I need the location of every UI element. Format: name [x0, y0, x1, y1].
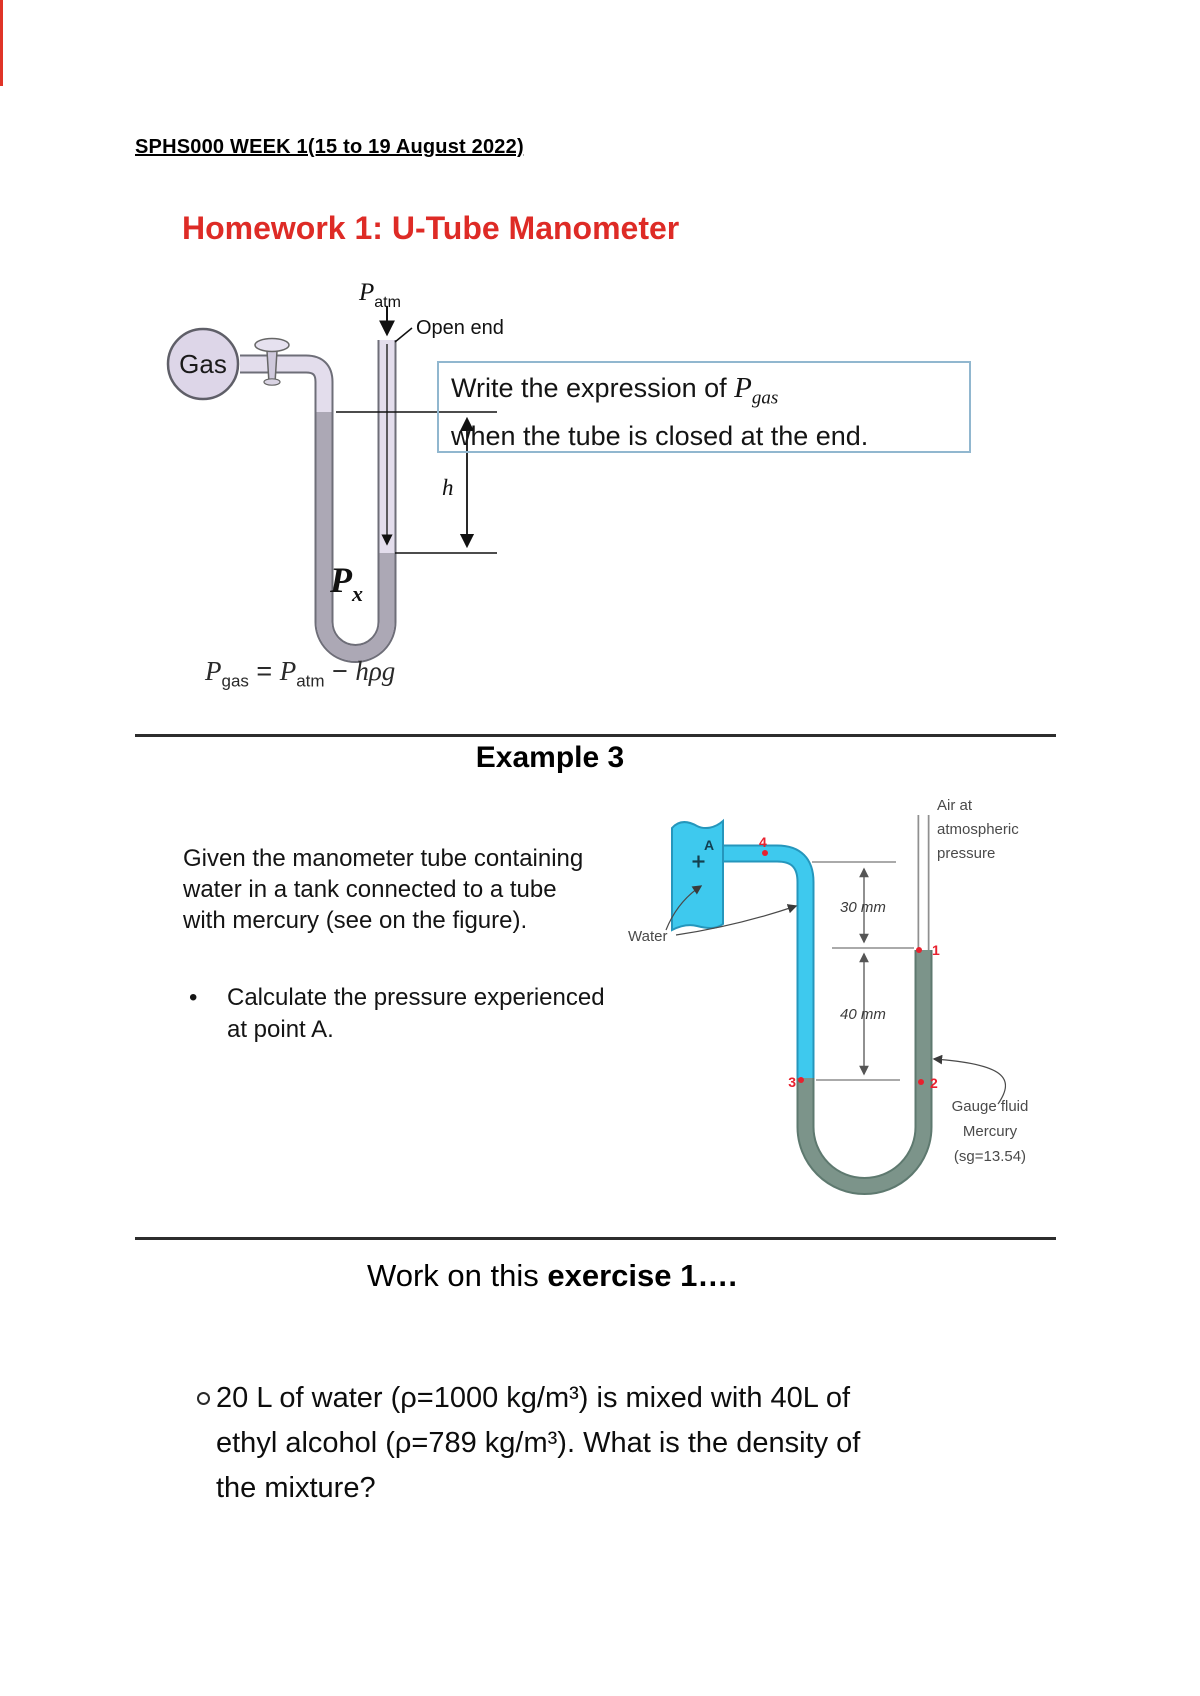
air-label-line: Air at [937, 797, 973, 814]
formula-rhs-p-sub: atm [296, 671, 325, 691]
point-2-dot [918, 1079, 924, 1085]
gauge-label-line: Gauge fluid [952, 1098, 1029, 1115]
px-label: Px [329, 560, 363, 606]
bullet-line: at point A. [227, 1016, 334, 1043]
utube-manometer-diagram: Gas Patm Open end h Px [166, 279, 504, 663]
valve-base-icon [263, 378, 281, 386]
exercise-item: 20 L of water (ρ=1000 kg/m³) is mixed wi… [216, 1376, 860, 1511]
formula-rhs-tail: hρg [355, 656, 396, 686]
formula-equals: = [248, 656, 280, 686]
pgas-formula: Pgas = Patm − hρg [205, 656, 395, 691]
open-end-label: Open end [416, 317, 504, 339]
mercury-utube [798, 950, 931, 1193]
bullet-line: Calculate the pressure experienced [227, 984, 605, 1011]
point-3-dot [798, 1077, 804, 1083]
point-3-label: 3 [788, 1074, 796, 1090]
example3-description: Given the manometer tube containing wate… [183, 843, 583, 936]
h-label: h [442, 475, 454, 500]
example3-title: Example 3 [475, 741, 625, 774]
dim-30mm-label: 30 mm [840, 899, 886, 916]
water-leader-arrow-icon [675, 904, 798, 936]
exercise-heading: Work on this exercise 1…. [135, 1258, 969, 1294]
question-box: Write the expression of Pgas when the tu… [437, 361, 971, 453]
page-edge-artifact [0, 0, 3, 86]
mercury-column [316, 412, 395, 661]
bullet-marker: • [189, 984, 198, 1011]
point-4-label: 4 [759, 834, 767, 850]
example3-bullet-task: Calculate the pressure experienced at po… [227, 982, 605, 1046]
formula-lhs: P [205, 656, 222, 686]
gauge-label-line: Mercury [963, 1123, 1018, 1140]
open-end-leader-line [394, 327, 413, 343]
point-4-dot [762, 850, 768, 856]
gas-label: Gas [179, 349, 227, 379]
exercise-item-line: 20 L of water (ρ=1000 kg/m³) is mixed wi… [216, 1382, 851, 1414]
exercise-item-line: the mixture? [216, 1472, 376, 1504]
pgas-subscript: gas [751, 387, 779, 409]
glass-tube [240, 340, 395, 661]
gas-bulb [166, 327, 240, 401]
point-a-label: A [704, 837, 714, 853]
formula-rhs-p: P [279, 656, 297, 686]
exercise-heading-bold: exercise 1…. [547, 1258, 737, 1293]
pgas-symbol: P [734, 372, 752, 404]
question-line-1: Write the expression of Pgas [451, 369, 957, 417]
formula-lhs-sub: gas [221, 671, 249, 691]
air-label-line: atmospheric [937, 821, 1019, 838]
gauge-leader-arrow-icon [932, 1054, 1007, 1105]
glass-tube-outline [240, 340, 397, 663]
water-label: Water [628, 928, 667, 945]
section-divider [135, 734, 1056, 737]
patm-label: Patm [358, 279, 401, 311]
air-label-line: pressure [937, 845, 995, 862]
dim-40mm-label: 40 mm [840, 1006, 886, 1023]
exercise-heading-normal: Work on this [367, 1258, 548, 1293]
example3-manometer-diagram: 30 mm 40 mm A Water Air at atmospheric p… [628, 797, 1029, 1195]
question-line-2: when the tube is closed at the end. [451, 421, 869, 452]
water-tank [671, 818, 724, 932]
exercise-bullet-circle-icon [197, 1392, 210, 1405]
question-text: Write the expression of [451, 373, 735, 403]
description-line: water in a tank connected to a tube [183, 876, 557, 903]
description-line: Given the manometer tube containing [183, 845, 584, 872]
point-1-label: 1 [932, 942, 940, 958]
point-2-label: 2 [930, 1075, 938, 1091]
homework-title: Homework 1: U-Tube Manometer [182, 210, 680, 246]
description-line: with mercury (see on the figure). [183, 907, 528, 934]
course-week-header: SPHS000 WEEK 1(15 to 19 August 2022) [135, 136, 524, 158]
gauge-label-line: (sg=13.54) [954, 1148, 1026, 1165]
section-divider [135, 1237, 1056, 1240]
water-tube-outline [717, 844, 815, 1078]
water-leader-arrow-icon [665, 885, 703, 931]
formula-minus: − [324, 656, 356, 686]
water-tube [717, 846, 813, 1078]
point-1-dot [916, 947, 922, 953]
valve-disc-icon [254, 337, 290, 353]
exercise-item-line: ethyl alcohol (ρ=789 kg/m³). What is the… [216, 1427, 861, 1459]
